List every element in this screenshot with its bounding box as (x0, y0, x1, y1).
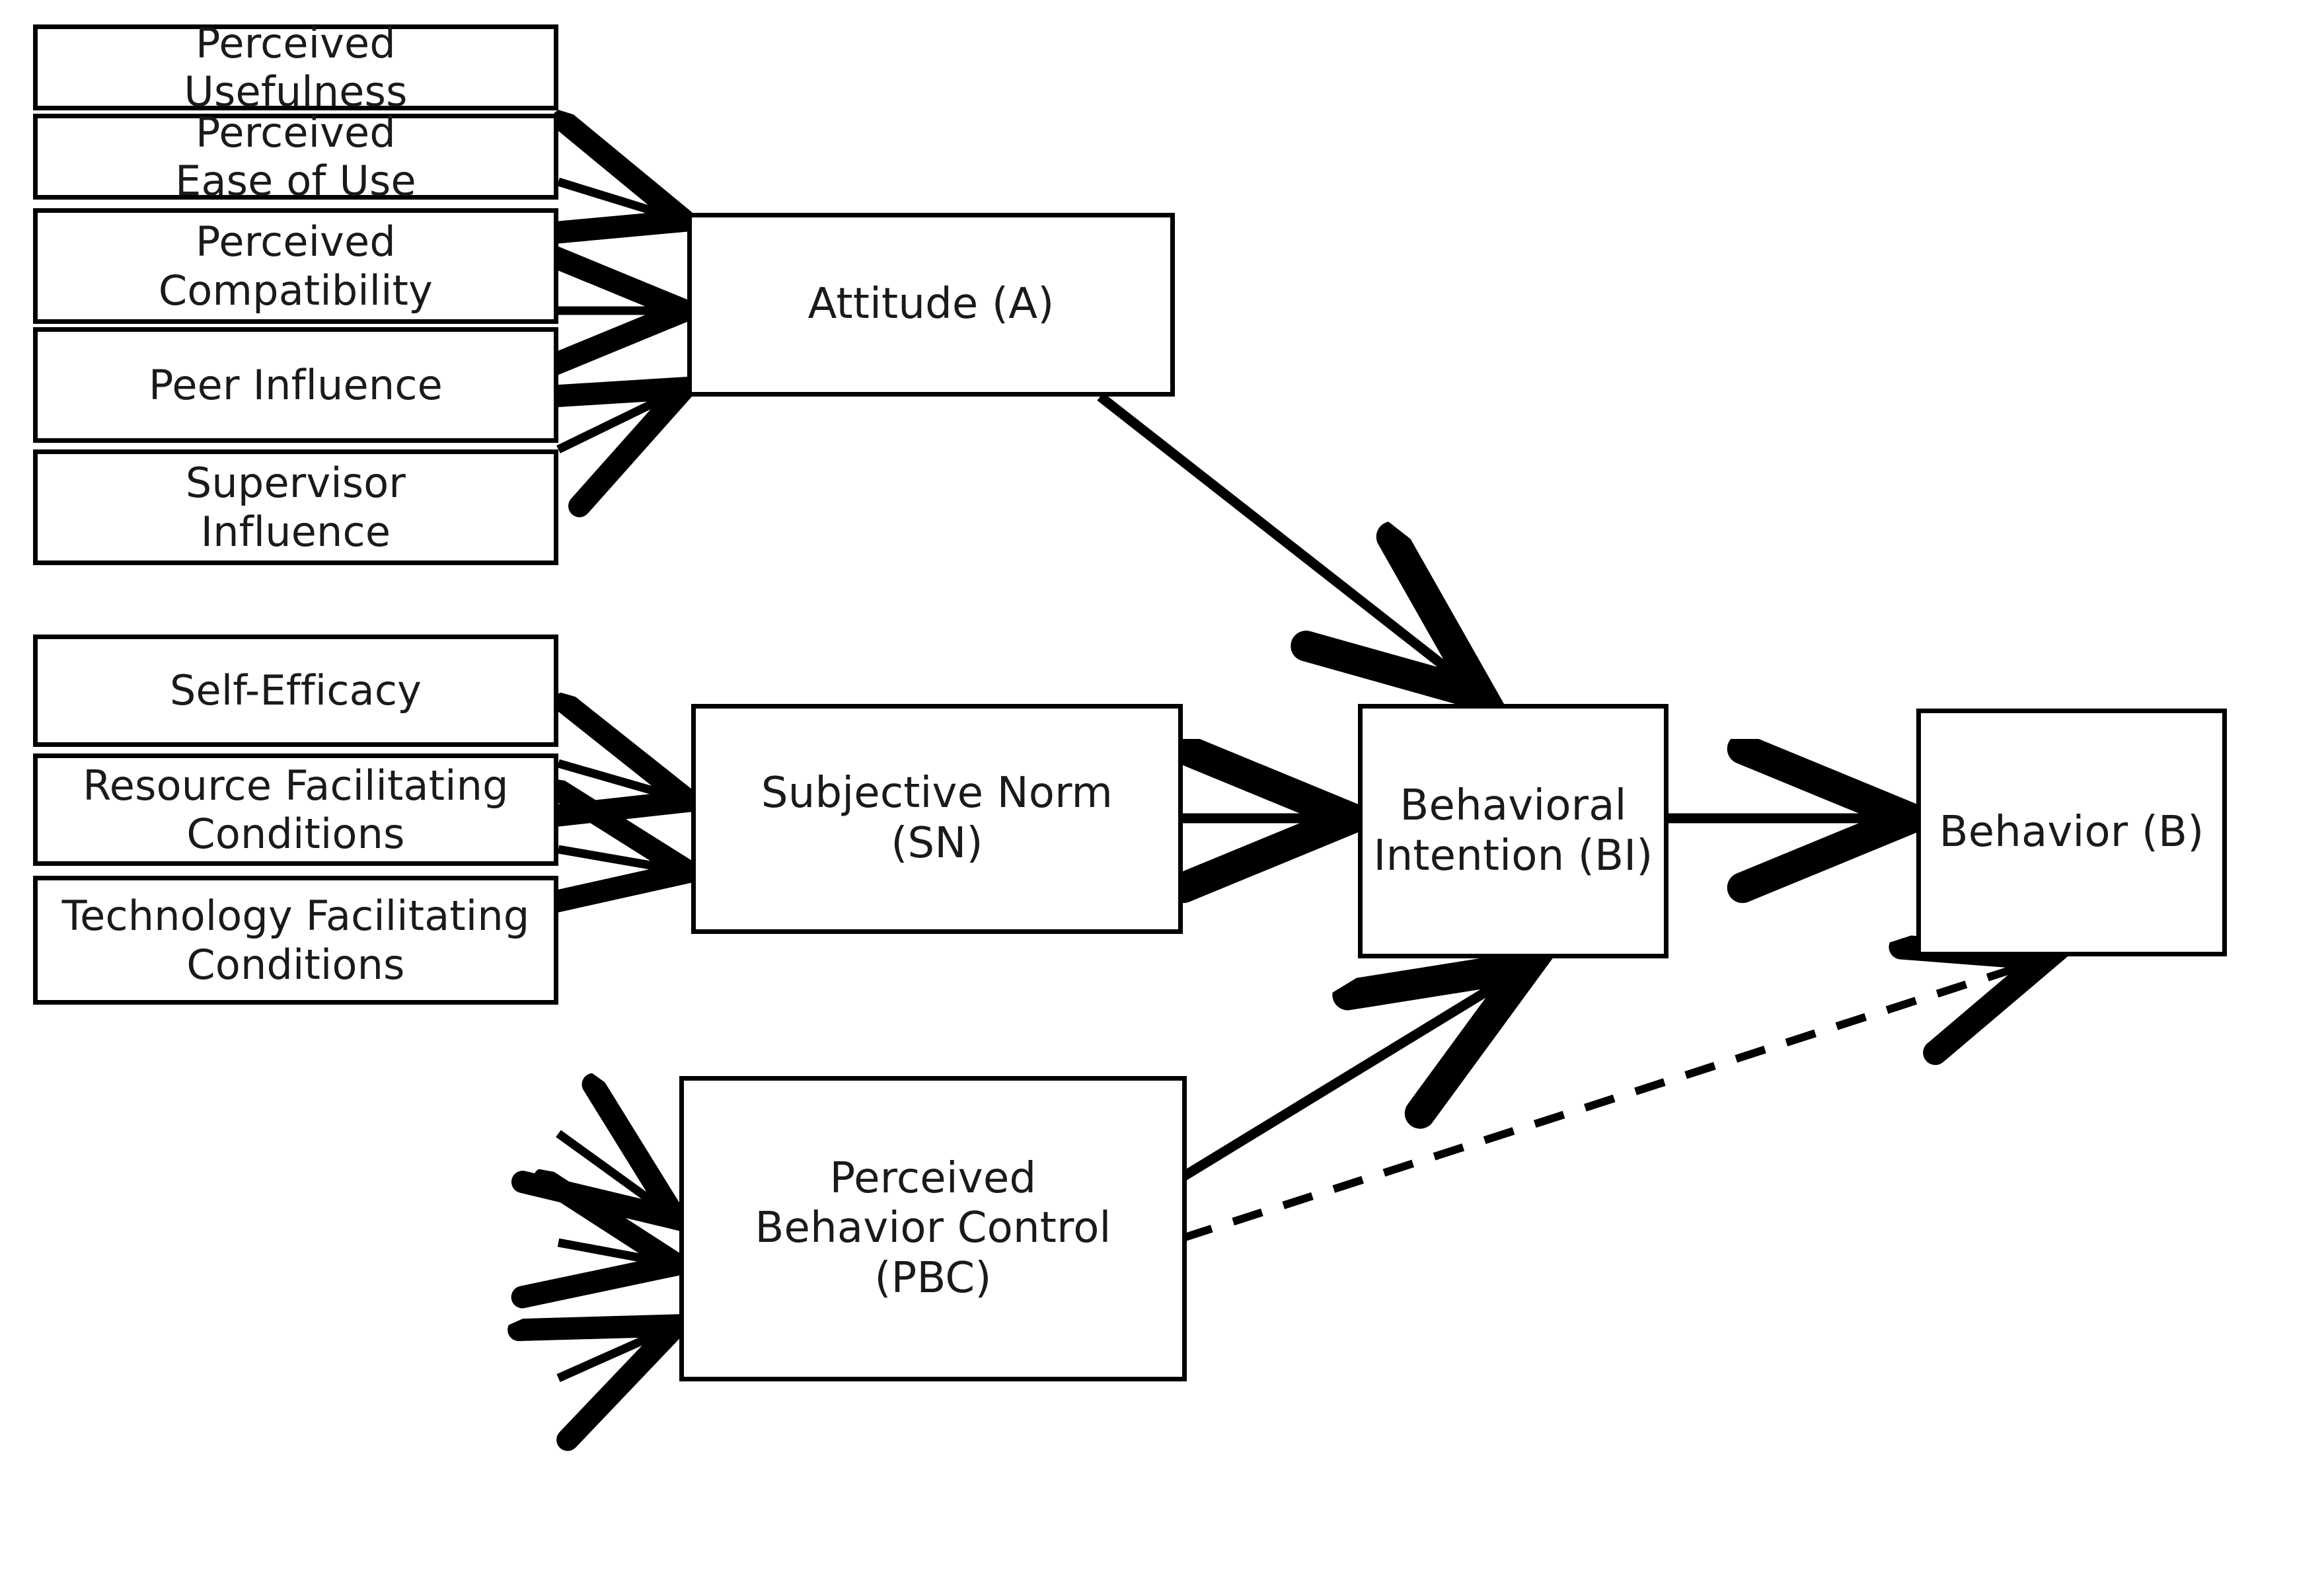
node-label: Perceived Behavior Control (PBC) (755, 1153, 1111, 1303)
node-attitude[interactable]: Attitude (A) (687, 213, 1175, 397)
edge-pbc-to-bi (1178, 966, 1528, 1183)
node-label: Technology Facilitating Conditions (61, 892, 530, 989)
node-perceived-behavior-control[interactable]: Perceived Behavior Control (PBC) (679, 1076, 1187, 1381)
node-peer-influence[interactable]: Peer Influence (33, 327, 558, 443)
edge-pbc-to-b (1181, 958, 2046, 1242)
node-label: Perceived Compatibility (158, 217, 433, 315)
node-perceived-usefulness[interactable]: Perceived Usefulness (33, 19, 558, 116)
node-behavioral-intention[interactable]: Behavioral Intention (BI) (1358, 704, 1668, 958)
node-label: Attitude (A) (807, 280, 1055, 329)
edge-pi-to-sn (558, 763, 685, 800)
edge-attitude-to-bi (1097, 393, 1481, 695)
node-label: Supervisor Influence (185, 459, 406, 556)
edge-pc-to-attitude (558, 390, 681, 449)
edge-pu-to-attitude (558, 182, 681, 219)
node-technology-facilitating-conditions[interactable]: Technology Facilitating Conditions (33, 876, 558, 1005)
node-supervisor-influence[interactable]: Supervisor Influence (33, 449, 558, 565)
node-label: Perceived Ease of Use (175, 108, 416, 205)
node-perceived-compatibility[interactable]: Perceived Compatibility (33, 208, 558, 324)
node-subjective-norm[interactable]: Subjective Norm (SN) (691, 704, 1183, 934)
node-resource-facilitating-conditions[interactable]: Resource Facilitating Conditions (33, 753, 558, 866)
node-perceived-ease-of-use[interactable]: Perceived Ease of Use (33, 108, 558, 205)
edge-rfc-to-pbc (558, 1243, 673, 1264)
node-label: Perceived Usefulness (184, 19, 408, 116)
node-label: Self-Efficacy (169, 666, 422, 715)
node-label: Resource Facilitating Conditions (83, 761, 509, 858)
node-label: Behavior (B) (1939, 807, 2204, 857)
edge-se-to-pbc (558, 1134, 673, 1216)
edge-si-to-sn (558, 849, 685, 871)
node-self-efficacy[interactable]: Self-Efficacy (33, 635, 558, 747)
node-label: Behavioral Intention (BI) (1373, 781, 1653, 880)
edge-tfc-to-pbc (558, 1327, 673, 1378)
node-behavior[interactable]: Behavior (B) (1916, 709, 2227, 956)
node-label: Subjective Norm (SN) (761, 769, 1113, 868)
node-label: Peer Influence (148, 360, 443, 409)
